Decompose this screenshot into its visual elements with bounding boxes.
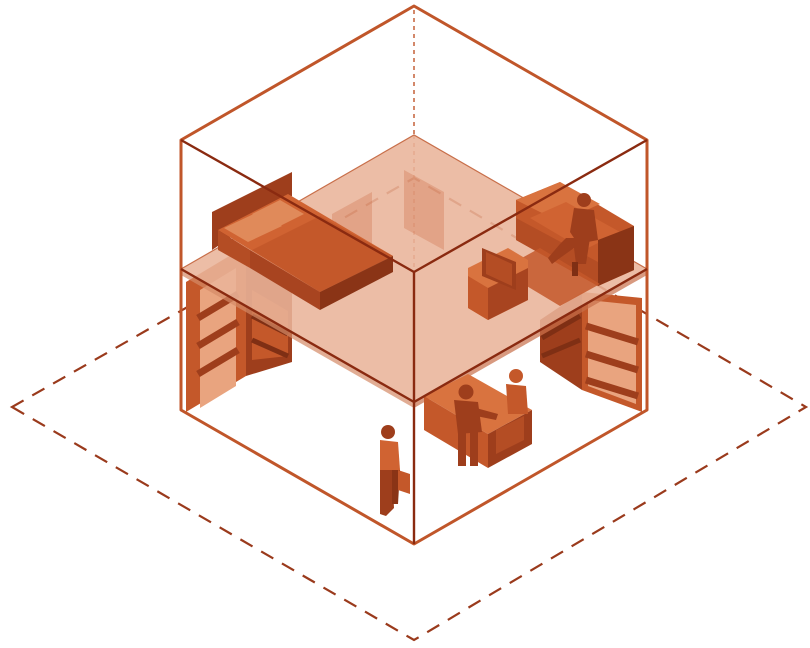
shopkeeper-person-icon (506, 369, 528, 414)
walking-person-icon (380, 425, 410, 516)
